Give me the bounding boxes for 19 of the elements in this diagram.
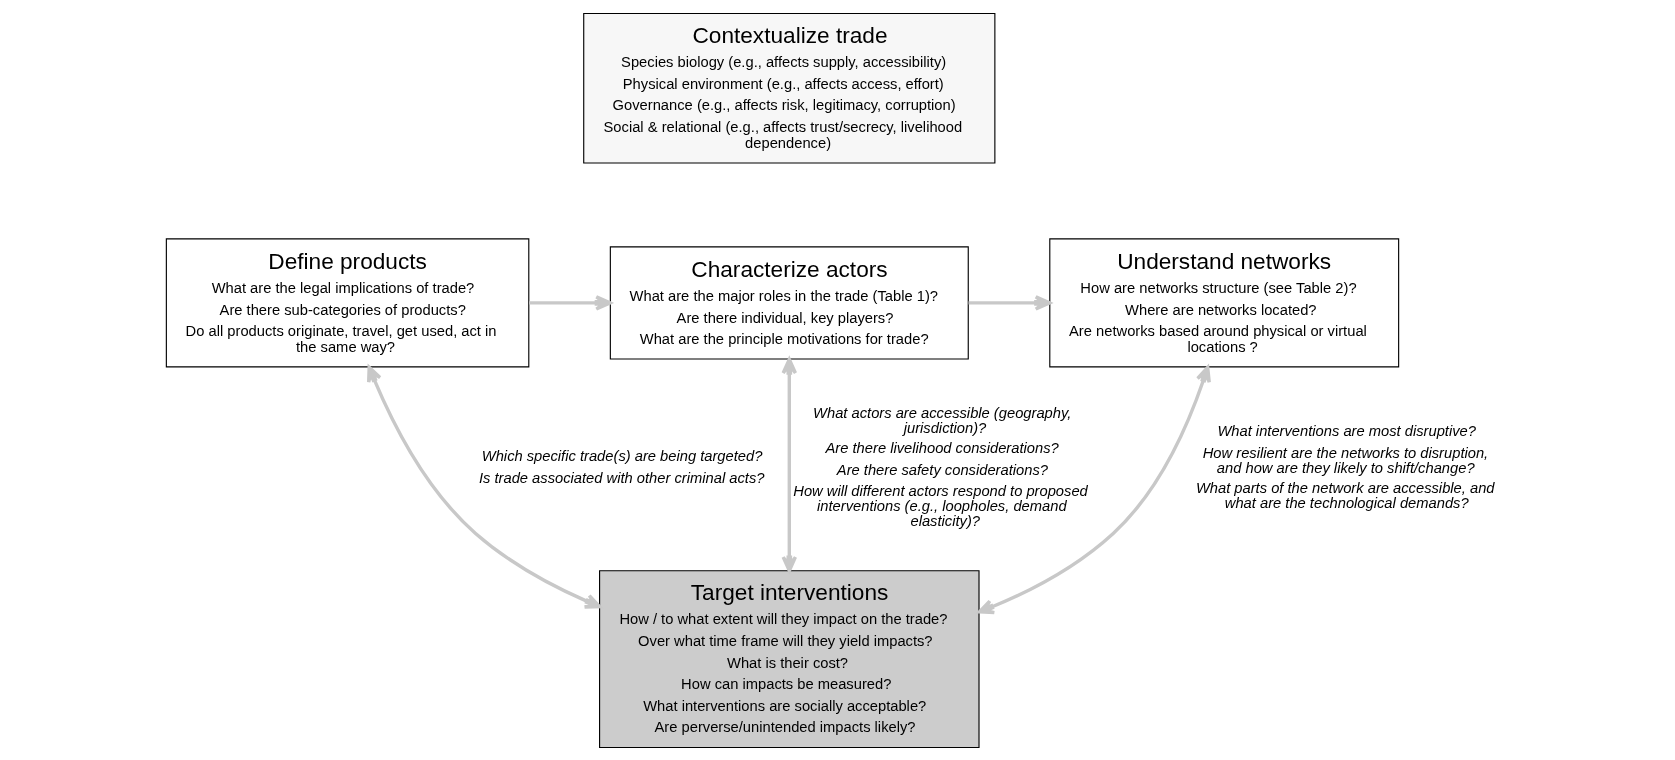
node-box: Characterize actors What are the major roles in the trade (Table 1)? Are there individual, key players? What are the principle motivations for trade? — [609, 245, 969, 360]
edge-label: Is trade associated with other criminal acts? — [478, 469, 764, 486]
node-box: Target interventions How / to what extent will they impact on the trade? Over what time frame will they yield impacts? What is their cost? How can impacts be measured? What interventions are socially acceptable? Are perverse/unintended impacts likely? — [598, 569, 980, 748]
arrow — [977, 365, 1211, 614]
edge-label: What interventions are most disruptive? — [1216, 422, 1476, 439]
edge-label: What actors are accessible (geography, jurisdiction)? — [812, 404, 1071, 436]
edge-label: What parts of the network are accessible, and what are the technological demands? — [1195, 479, 1495, 511]
arrow — [968, 294, 1051, 311]
node-box: Define products What are the legal implications of trade? Are there sub-categories of products? Do all products originate, travel, get used, act in the same way? — [165, 237, 529, 367]
edge-label: Are there livelihood considerations? — [825, 439, 1059, 456]
node-box: Contextualize trade Species biology (e.g., affects supply, accessibility) Physical environment (e.g., affects access, effort) Governance (e.g., affects risk, legitimacy, corruption) Social & relational (e.g., affects trust/secrecy, livelihood dependence) — [582, 12, 995, 164]
edge-label: Are there safety considerations? — [836, 461, 1048, 478]
arrow — [366, 365, 601, 609]
arrow — [528, 294, 612, 311]
node-box: Understand networks How are networks structure (see Table 2)? Where are networks located? Are networks based around physical or virtual locations ? — [1048, 237, 1399, 367]
edge-label: How resilient are the networks to disruption, and how are they likely to shift/change? — [1202, 444, 1488, 476]
edge-label: Which specific trade(s) are being targeted? — [481, 447, 762, 464]
arrow — [780, 357, 797, 572]
edge-label: How will different actors respond to proposed interventions (e.g., loopholes, demand elasticity)? — [792, 482, 1088, 529]
